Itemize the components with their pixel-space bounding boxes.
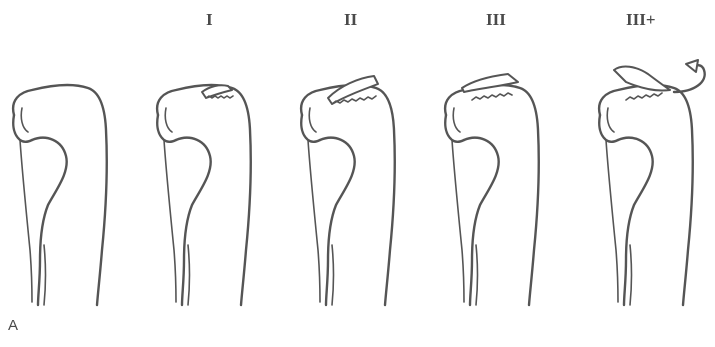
panel-label: A: [8, 317, 18, 334]
grade-label-3: III: [486, 10, 506, 30]
fracture-line: [206, 96, 233, 98]
rotation-arrowhead: [686, 60, 698, 72]
grade-label-2: II: [344, 10, 357, 30]
rotation-arrow: [674, 65, 705, 92]
grade-label-3-plus: III+: [626, 10, 656, 30]
fragment-detached: [462, 74, 518, 92]
fracture-bed: [626, 93, 662, 100]
bone-normal: [13, 85, 107, 305]
grade-label-1: I: [206, 10, 213, 30]
bone-grade-2: [301, 76, 395, 305]
bone-grade-3-plus: [599, 60, 705, 305]
fragment-rotated: [614, 67, 670, 91]
fracture-bed: [472, 93, 512, 100]
bone-grade-1: [157, 85, 251, 305]
bone-grade-3: [445, 74, 539, 305]
